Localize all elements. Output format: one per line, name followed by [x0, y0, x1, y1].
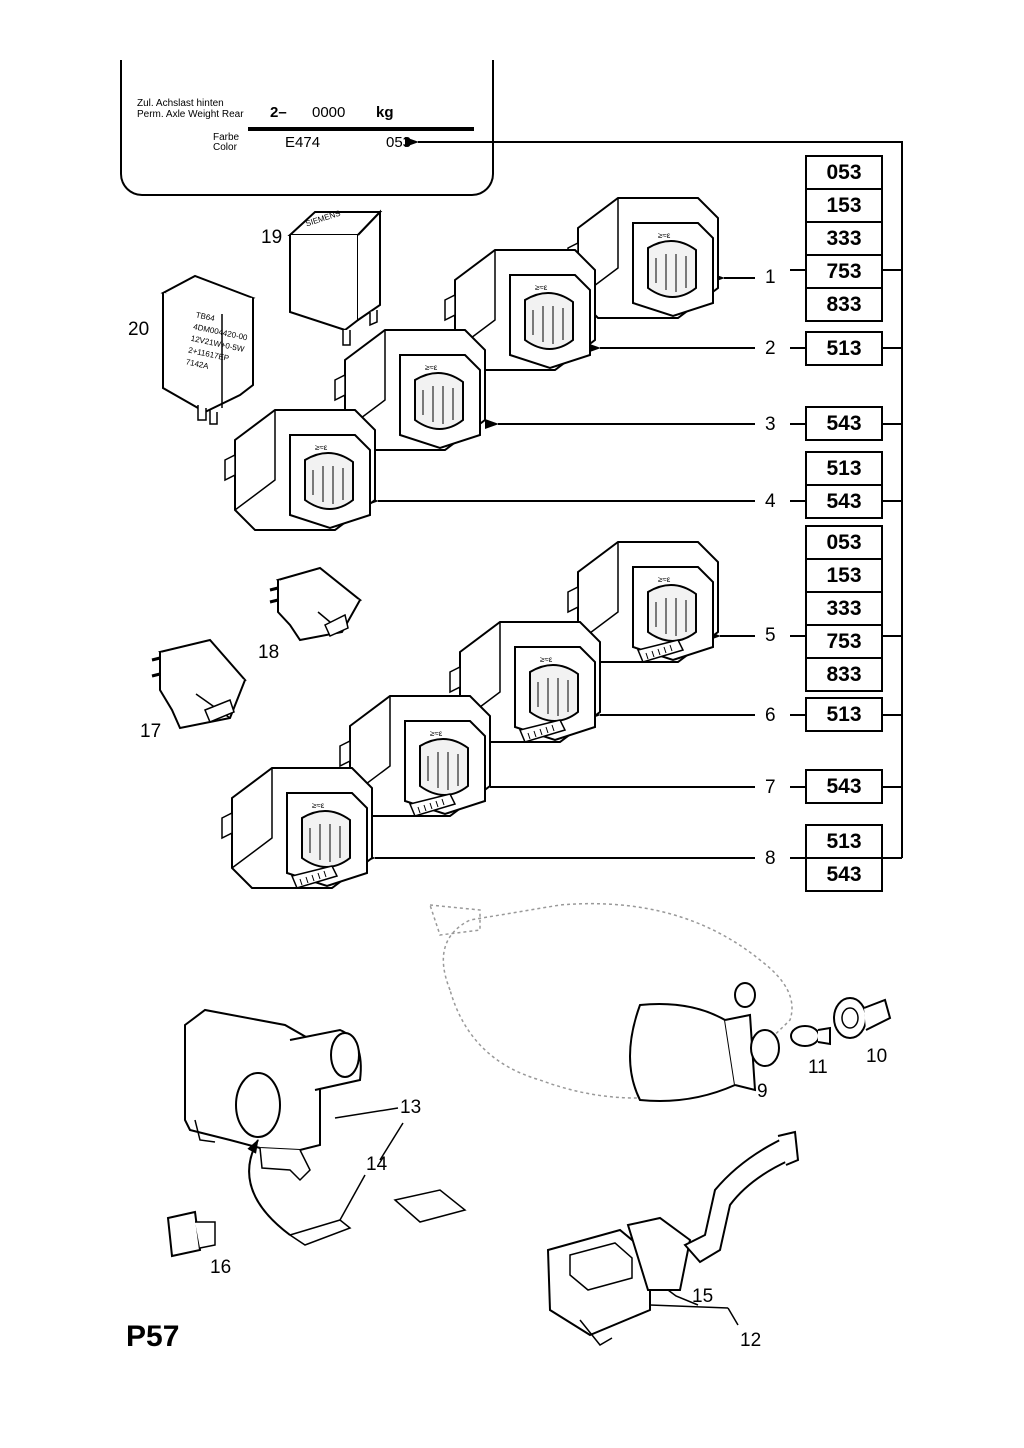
callout-1: 1: [765, 267, 776, 288]
callout-12: 12: [740, 1330, 762, 1351]
callout-19: 19: [261, 227, 283, 248]
code-box: 153: [805, 558, 883, 593]
code-box: 053: [805, 525, 883, 560]
code-box: 543: [805, 484, 883, 519]
code-box: 513: [805, 697, 883, 732]
callout-10: 10: [866, 1046, 888, 1067]
plug-16: [166, 1210, 216, 1258]
callout-11: 11: [808, 1057, 828, 1078]
callout-6: 6: [765, 705, 776, 726]
code-box: 513: [805, 824, 883, 859]
axle-prefix: 2–: [270, 104, 287, 121]
vehicle-nameplate: [120, 60, 494, 196]
code-box: 153: [805, 188, 883, 223]
code-bus-line: [420, 141, 903, 859]
lock-housing-13: [184, 1008, 362, 1236]
relay-20: [160, 274, 256, 425]
code-box: 333: [805, 591, 883, 626]
code-box: 543: [805, 857, 883, 892]
code-box: 833: [805, 657, 883, 692]
callout-17: 17: [140, 721, 162, 742]
callout-3: 3: [765, 414, 776, 435]
nameplate-underline: [248, 127, 474, 131]
code-box: 833: [805, 287, 883, 322]
relay-19: [287, 209, 383, 346]
switch-4: [224, 409, 376, 531]
color-value: 053: [386, 134, 412, 151]
color-code: E474: [285, 134, 321, 151]
code-box: 513: [805, 331, 883, 366]
callout-16: 16: [210, 1257, 232, 1278]
callout-4: 4: [765, 491, 776, 512]
clips-14: [288, 1189, 467, 1246]
code-box: 753: [805, 254, 883, 289]
callout-9: 9: [757, 1081, 768, 1102]
callout-20: 20: [128, 319, 150, 340]
callout-5: 5: [765, 625, 776, 646]
bulb-11: [790, 1025, 831, 1047]
switch-18: [269, 566, 363, 642]
bulb-holder-10: [833, 997, 892, 1039]
axle-label-en: Perm. Axle Weight Rear: [137, 109, 244, 120]
color-label-de: Farbe: [213, 132, 240, 143]
axle-unit: kg: [376, 104, 394, 121]
code-box: 333: [805, 221, 883, 256]
code-box: 053: [805, 155, 883, 190]
combination-switch-12: [546, 1130, 800, 1346]
lower-leaders: [334, 1107, 739, 1326]
callout-7: 7: [765, 777, 776, 798]
callout-15: 15: [692, 1286, 714, 1307]
axle-value: 0000: [312, 104, 346, 121]
color-label-en: Color: [213, 142, 237, 153]
switch-8: [222, 768, 372, 888]
switch-17: [151, 638, 247, 730]
headlamp-9: [428, 902, 793, 1102]
page-label: P57: [126, 1320, 180, 1353]
axle-label-de: Zul. Achslast hinten: [137, 98, 224, 109]
leader-arrows: [362, 269, 805, 863]
callout-2: 2: [765, 338, 776, 359]
callout-14: 14: [366, 1154, 388, 1175]
code-box: 753: [805, 624, 883, 659]
callout-13: 13: [400, 1097, 422, 1118]
callout-8: 8: [765, 848, 776, 869]
code-box: 513: [805, 451, 883, 486]
code-box: 543: [805, 406, 883, 441]
code-box: 543: [805, 769, 883, 804]
callout-18: 18: [258, 642, 280, 663]
